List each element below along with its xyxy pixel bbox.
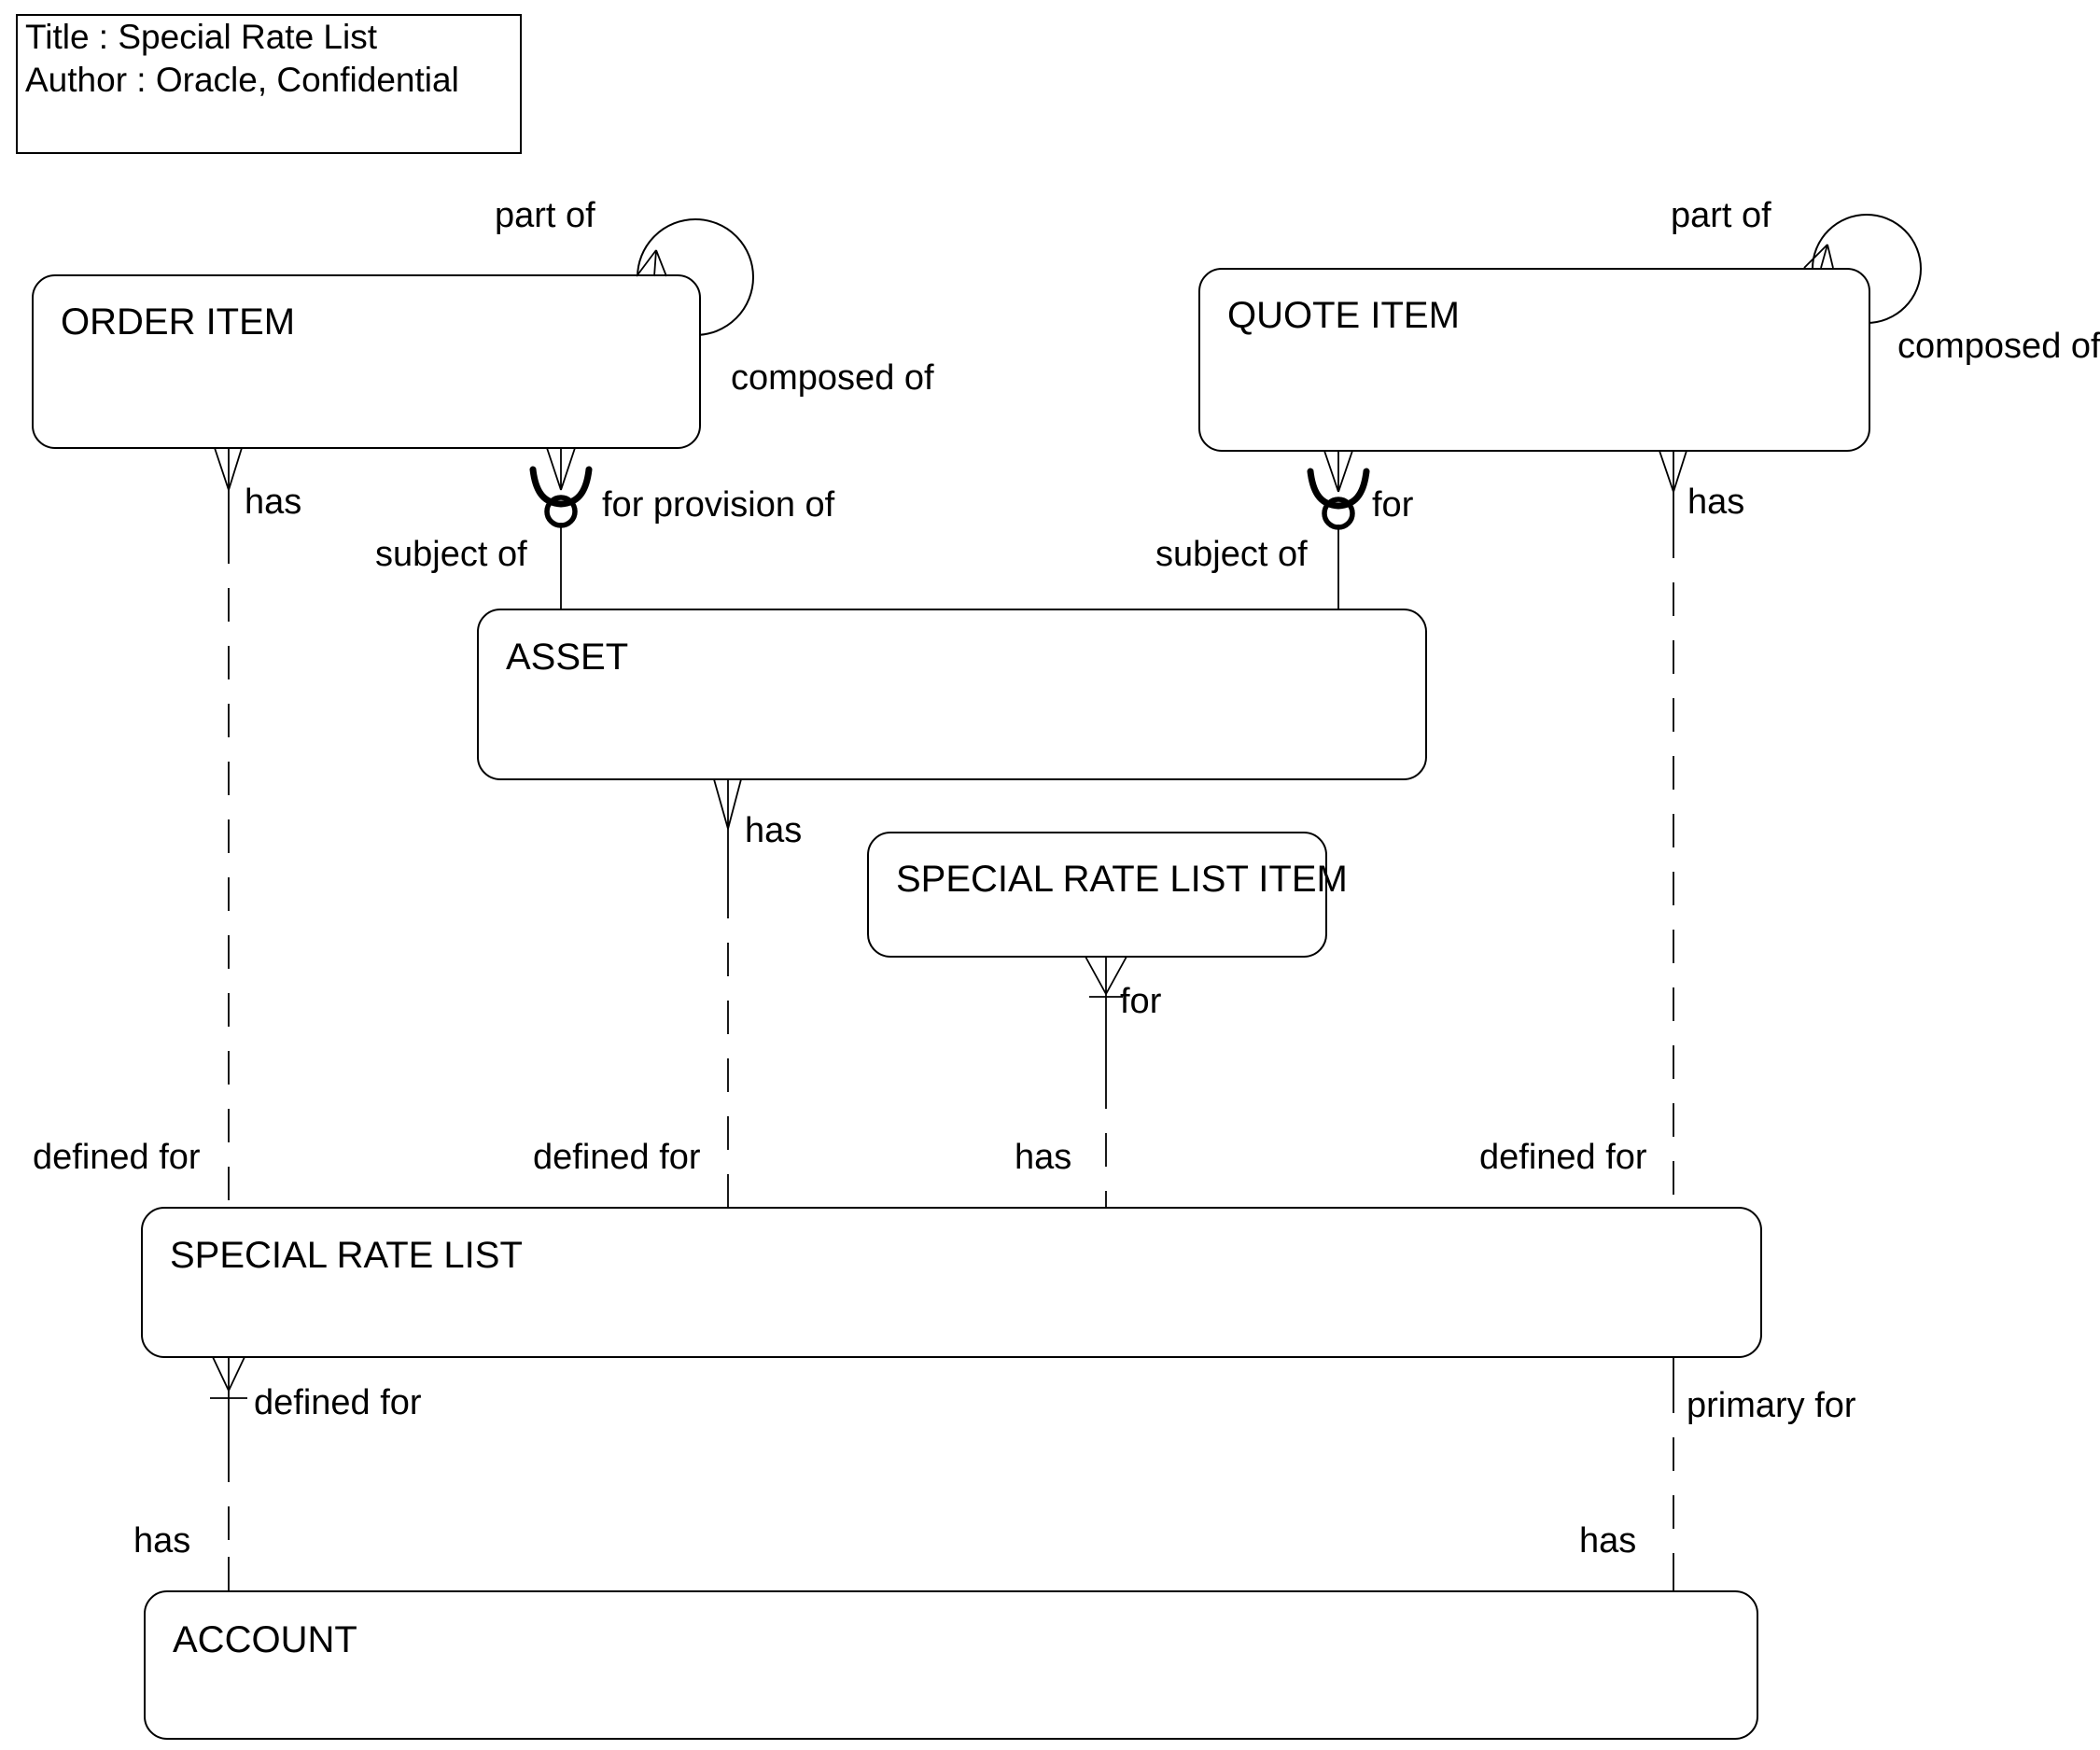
crowsfoot-order-has bbox=[214, 447, 243, 491]
entity-asset bbox=[477, 609, 1427, 780]
crowsfoot-quote-for bbox=[1323, 450, 1353, 493]
rel-label-subject-of-left: subject of bbox=[375, 535, 527, 574]
entity-special-rate-list bbox=[141, 1207, 1762, 1358]
rel-label-for-srli: for bbox=[1120, 982, 1162, 1021]
relation-srli-special-rate-list bbox=[1085, 956, 1127, 1208]
rel-label-defined-for-asset: defined for bbox=[533, 1138, 701, 1177]
relation-order-item-asset bbox=[529, 447, 593, 609]
relation-asset-special-rate-list bbox=[713, 778, 742, 1208]
rel-label-defined-for-order: defined for bbox=[33, 1138, 201, 1177]
rel-label-part-of-left: part of bbox=[495, 196, 595, 235]
horns-symbol bbox=[529, 466, 593, 508]
title-block: Title : Special Rate List Author : Oracl… bbox=[16, 14, 522, 154]
rel-label-subject-of-right: subject of bbox=[1155, 535, 1308, 574]
diagram-author: Author : Oracle, Confidential bbox=[25, 61, 459, 99]
rel-label-has-srl: has bbox=[1015, 1138, 1071, 1177]
relation-order-item-special-rate-list bbox=[214, 447, 243, 1208]
rel-label-defined-for-quote: defined for bbox=[1479, 1138, 1647, 1177]
relation-srl-account-left bbox=[210, 1356, 247, 1591]
crowsfoot-quote-has bbox=[1659, 450, 1687, 493]
order-item-loop-crowsfoot bbox=[636, 249, 667, 277]
rel-label-composed-of-right: composed of bbox=[1897, 327, 2100, 366]
entity-label-special-rate-list: SPECIAL RATE LIST bbox=[170, 1235, 523, 1276]
entity-label-asset: ASSET bbox=[506, 637, 628, 678]
title-box bbox=[16, 14, 522, 154]
entity-label-quote-item: QUOTE ITEM bbox=[1227, 295, 1460, 336]
rel-label-has-asset: has bbox=[745, 811, 802, 850]
rel-label-composed-of-left: composed of bbox=[731, 358, 934, 398]
relation-quote-item-special-rate-list bbox=[1659, 450, 1687, 1208]
crowsfoot-order-provision bbox=[546, 447, 576, 491]
horns-symbol bbox=[1307, 468, 1370, 510]
entity-quote-item bbox=[1198, 268, 1870, 452]
entity-label-order-item: ORDER ITEM bbox=[61, 301, 295, 343]
rel-label-for-quote: for bbox=[1372, 485, 1414, 525]
rel-label-has-account-right: has bbox=[1579, 1521, 1636, 1561]
crowsfoot-srl-defined-for bbox=[212, 1356, 245, 1392]
entity-label-account: ACCOUNT bbox=[173, 1619, 357, 1660]
entity-order-item bbox=[32, 274, 701, 449]
entity-special-rate-list-item bbox=[867, 832, 1327, 958]
rel-label-has-quote: has bbox=[1687, 483, 1744, 522]
relation-quote-item-asset bbox=[1307, 450, 1370, 609]
crowsfoot-asset-has bbox=[713, 778, 742, 830]
entity-label-special-rate-list-item: SPECIAL RATE LIST ITEM bbox=[896, 859, 1348, 900]
rel-label-has-account-left: has bbox=[133, 1521, 190, 1561]
rel-label-for-provision-of: for provision of bbox=[602, 485, 835, 525]
diagram-title: Title : Special Rate List bbox=[25, 18, 378, 56]
quote-item-loop-crowsfoot bbox=[1803, 244, 1834, 269]
crowsfoot-srli-for bbox=[1085, 956, 1127, 995]
rel-label-part-of-right: part of bbox=[1671, 196, 1771, 235]
rel-label-primary-for: primary for bbox=[1687, 1386, 1856, 1425]
rel-label-has-order: has bbox=[245, 483, 301, 522]
entity-account bbox=[144, 1590, 1758, 1740]
rel-label-defined-for-account: defined for bbox=[254, 1383, 422, 1422]
